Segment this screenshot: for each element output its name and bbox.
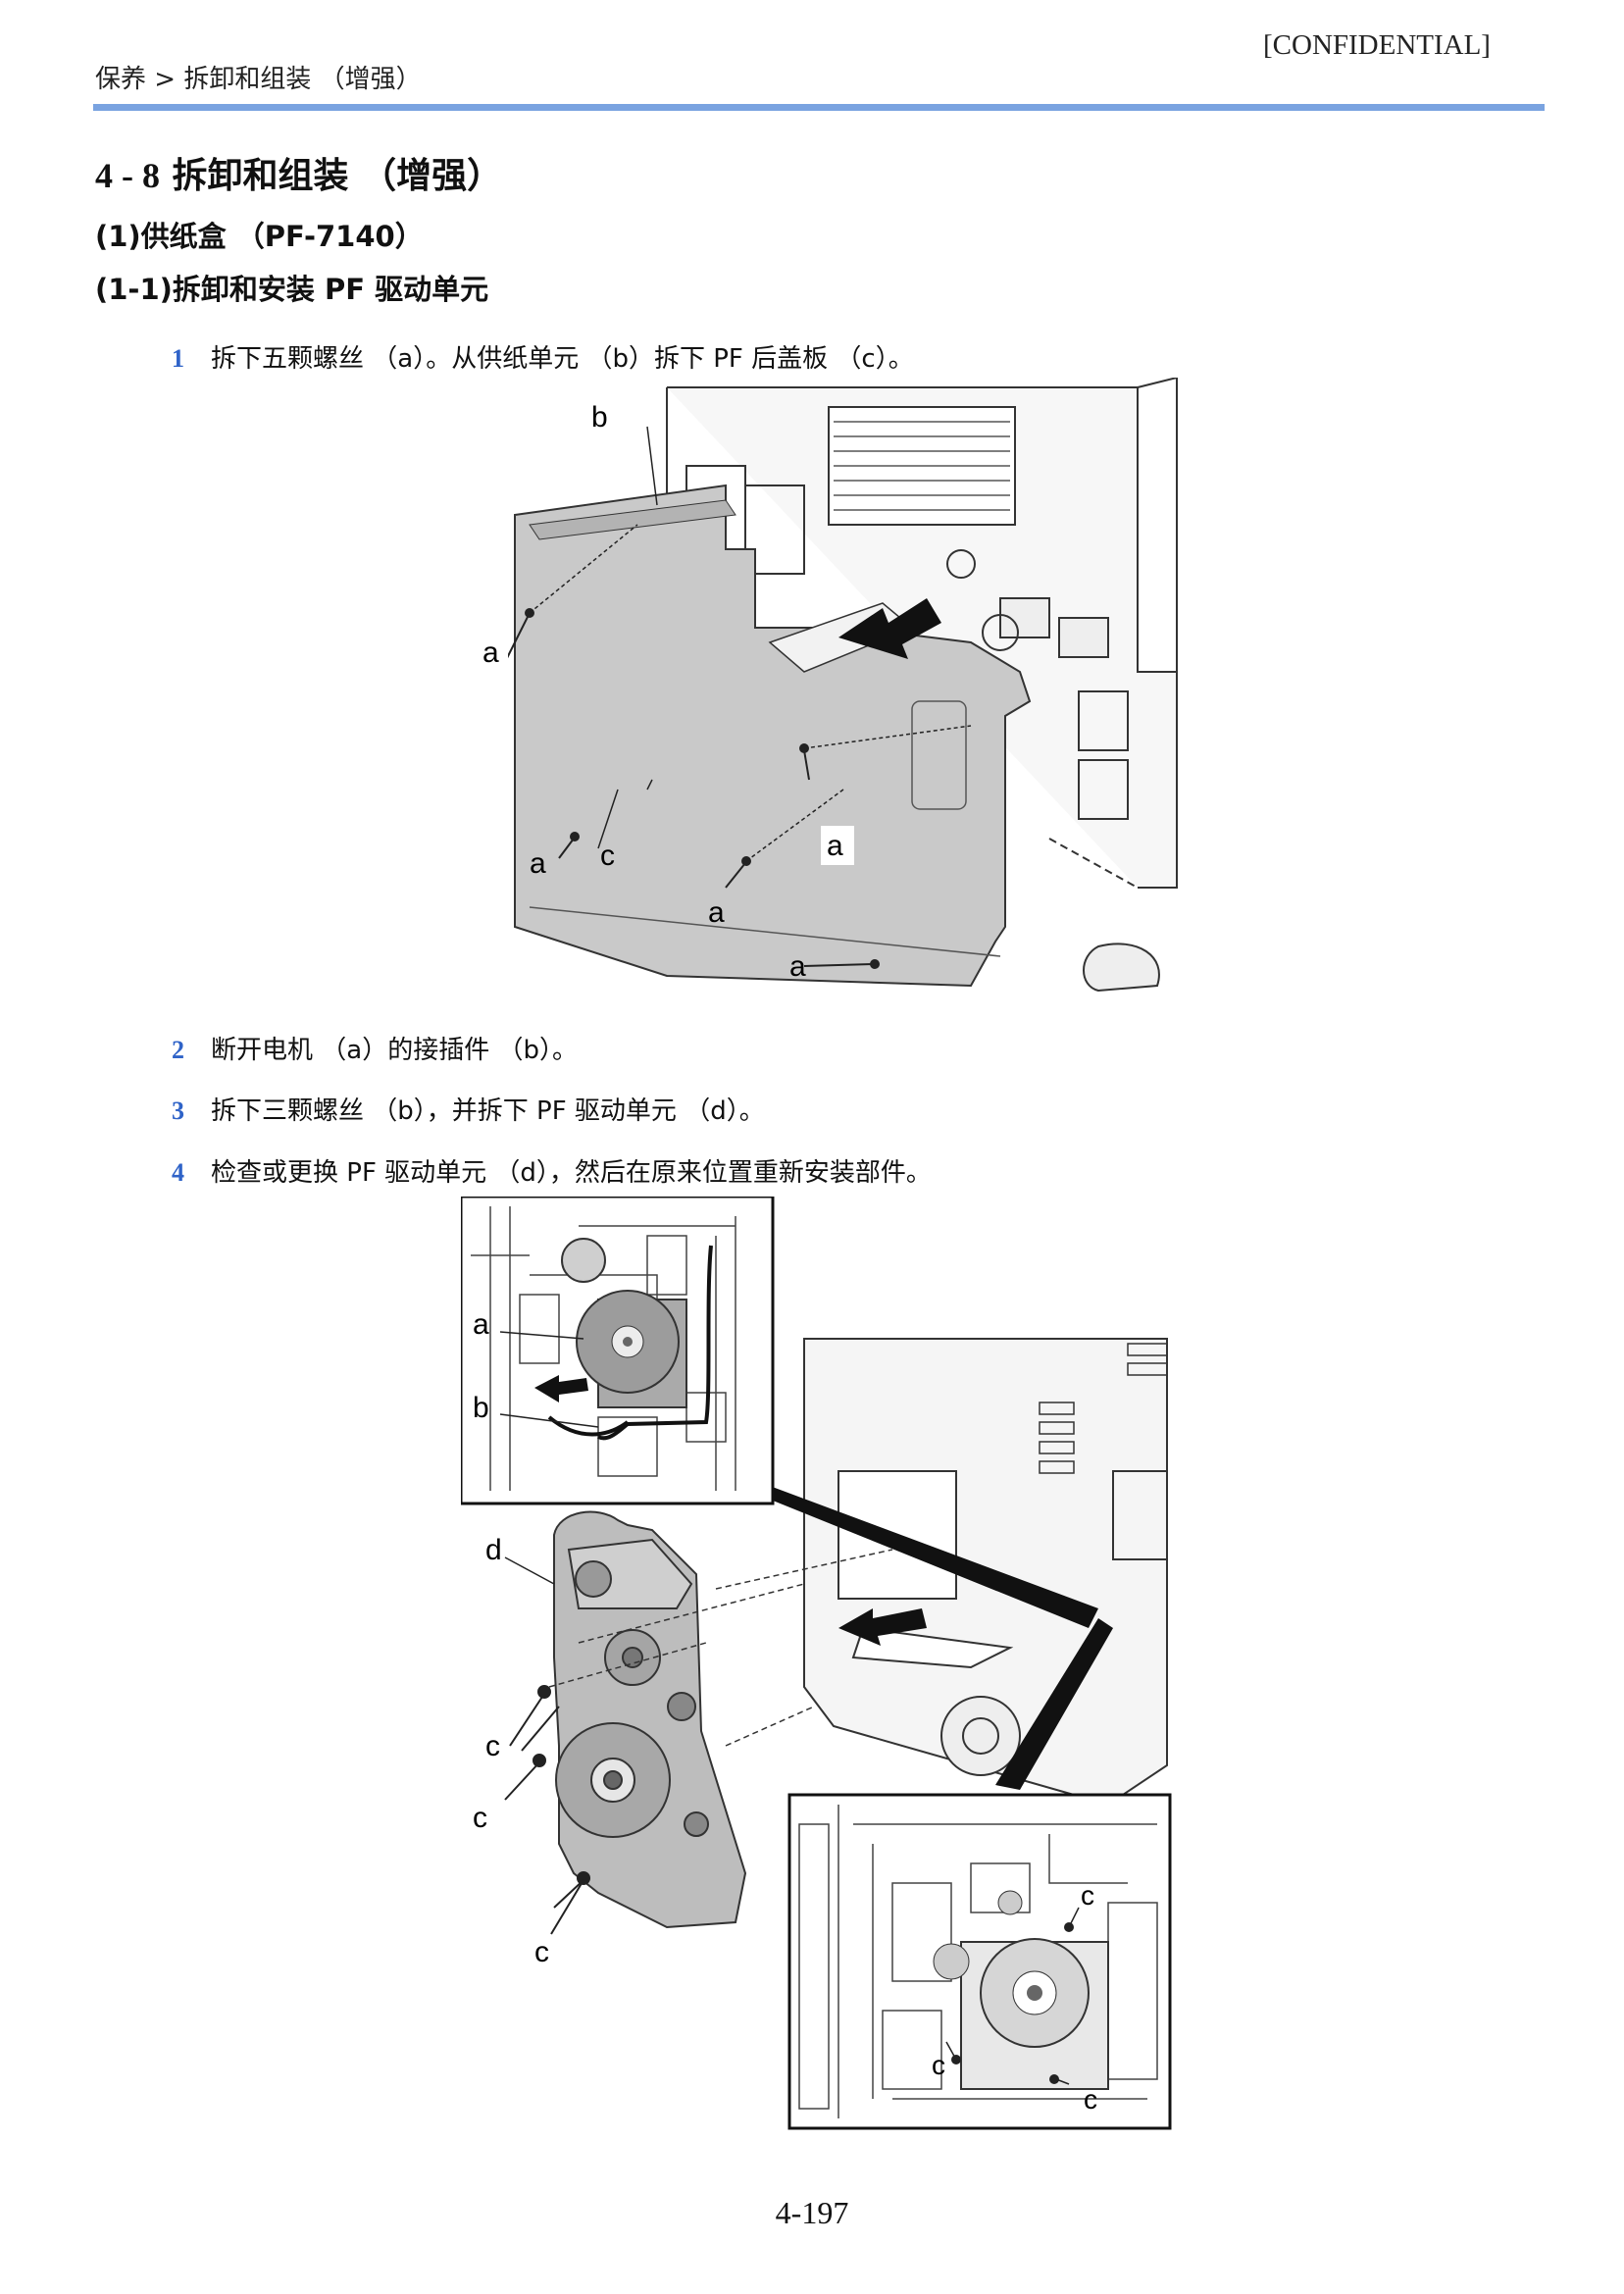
callout-a: a <box>827 830 843 862</box>
removal-arrow <box>838 598 941 659</box>
callout-a: a <box>789 950 806 983</box>
callout-d: d <box>485 1534 502 1566</box>
alignment-lines <box>548 1549 893 1747</box>
step-text: 拆下三颗螺丝 （b），并拆下 PF 驱动单元 （d）。 <box>211 1096 765 1126</box>
callout-c: c <box>600 840 615 872</box>
confidential-label: [CONFIDENTIAL] <box>1263 29 1491 61</box>
screw-shaft-lines <box>529 524 972 862</box>
callout-c: c <box>485 1730 500 1762</box>
detail-inset-connector: a b <box>461 1197 775 1505</box>
step-text: 断开电机 （a）的接插件 （b）。 <box>211 1036 578 1065</box>
callout-a: a <box>482 637 499 669</box>
figure-drive-unit-removal: a b d c c c c c c <box>461 1197 1172 2130</box>
connector-arrow <box>534 1375 588 1402</box>
step-text: 拆下五颗螺丝 （a）。从供纸单元 （b）拆下 PF 后盖板 （c）。 <box>211 344 914 374</box>
callout-c: c <box>534 1936 549 1968</box>
subsubsection-heading: (1-1)拆卸和安装 PF 驱动单元 <box>95 273 489 306</box>
screw-icon-5 <box>803 959 880 969</box>
callout-c: c <box>1081 1880 1094 1911</box>
section-title: 拆卸和组装 （增强） <box>172 156 503 196</box>
step-4: 4 检查或更换 PF 驱动单元 （d），然后在原来位置重新安装部件。 <box>172 1152 932 1189</box>
step-number: 2 <box>172 1036 184 1064</box>
section-number: 4 - 8 <box>95 156 160 195</box>
screw-icons <box>504 1685 590 1909</box>
removal-arrow <box>838 1608 927 1646</box>
pf-drive-unit <box>553 1510 747 1929</box>
step-number: 1 <box>172 344 184 373</box>
step-number: 4 <box>172 1158 184 1187</box>
callout-c: c <box>932 2050 945 2080</box>
callout-b: b <box>473 1392 489 1424</box>
detail-inset-screws: c c c <box>787 1793 1172 2130</box>
rear-cover-panel <box>514 484 1032 988</box>
step-1: 1 拆下五颗螺丝 （a）。从供纸单元 （b）拆下 PF 后盖板 （c）。 <box>172 338 914 375</box>
callout-b: b <box>591 401 608 433</box>
page-number: 4-197 <box>775 2195 849 2230</box>
screw-icon-2 <box>558 832 580 859</box>
callout-a: a <box>473 1308 489 1341</box>
breadcrumb: 保养 > 拆卸和组装 （增强） <box>95 65 422 94</box>
callout-c: c <box>1084 2084 1097 2115</box>
figure-rear-cover-removal: b a a c a a a <box>481 378 1178 993</box>
zoom-wedge-bottom <box>995 1618 1113 1790</box>
step-3: 3 拆下三颗螺丝 （b），并拆下 PF 驱动单元 （d）。 <box>172 1091 765 1127</box>
section-heading: 4 - 8 拆卸和组装 （增强） <box>95 147 502 198</box>
leader-lines <box>597 426 658 849</box>
callout-c: c <box>473 1802 487 1834</box>
callout-a: a <box>708 896 725 929</box>
step-2: 2 断开电机 （a）的接插件 （b）。 <box>172 1030 578 1066</box>
header-rule <box>93 104 1545 111</box>
callout-a: a <box>530 847 546 880</box>
step-text: 检查或更换 PF 驱动单元 （d），然后在原来位置重新安装部件。 <box>211 1158 932 1188</box>
step-number: 3 <box>172 1096 184 1125</box>
subsection-heading: (1)供纸盒 （PF-7140） <box>95 220 424 253</box>
